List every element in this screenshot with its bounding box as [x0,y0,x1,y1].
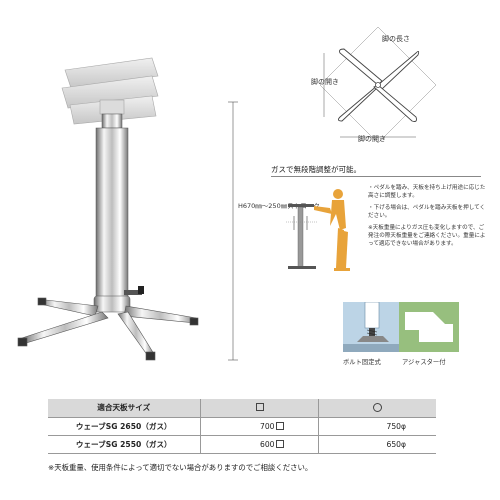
square-size: 600 [199,435,318,454]
leg-spread-vertical-label: 脚の開き [311,78,339,86]
x-legs [17,297,199,361]
height-range-label: H670㎜〜250㎜ストローク [238,202,320,210]
adjuster-caption: アジャスター付 [402,359,446,366]
square-size: 700 [199,417,318,436]
model-name: ウェーブSG 2550（ガス） [48,435,200,454]
square-shape-icon [275,439,284,448]
header-round [317,399,436,418]
square-size-value: 600 [260,439,275,449]
gas-lift-note: ・下げる場合は、ペダルを踏み天板を押してください。 [368,204,486,220]
footnote: ※天板重量、使用条件によって適切でない場合がありますのでご相談ください。 [48,463,313,472]
square-size-value: 700 [260,421,275,431]
model-name: ウェーブSG 2650（ガス） [48,417,200,436]
leg-spread-horizontal-label: 脚の開き [358,135,386,143]
square-shape-icon [255,403,264,412]
person-adjusting-table-figure [286,189,350,271]
table-row: ウェーブSG 2550（ガス） 600 650φ [48,435,436,454]
gas-column [93,113,131,313]
bolt-fixed-icon [343,302,403,352]
adjuster-icon [399,302,459,352]
leg-dimension-diagram [319,26,437,144]
gas-lift-divider [271,176,481,177]
table-header-row: 適合天板サイズ [48,399,436,418]
gas-lift-note: ※天板重量によりガス圧も変化しますので、ご発注の際天板重量をご連絡ください。重量… [368,224,486,248]
table-row: ウェーブSG 2650（ガス） 700 750φ [48,417,436,436]
leg-length-label: 脚の長さ [382,35,410,43]
gas-lift-note: ・ペダルを踏み、天板を持ち上げ用途に応じた高さに調整します。 [368,185,486,200]
gas-lift-title: ガスで無段階調整が可能。 [271,165,361,174]
height-dimension-line [228,101,238,361]
square-shape-icon [275,421,284,430]
gas-lift-instructions: ・ペダルを踏み、天板を持ち上げ用途に応じた高さに調整します。 ・下げる場合は、ペ… [368,184,486,252]
round-shape-icon [372,402,382,412]
round-size: 650φ [317,435,436,454]
header-size: 適合天板サイズ [48,399,200,418]
header-square [199,399,318,418]
round-size: 750φ [317,417,436,436]
table-base-illustration [17,57,199,361]
bolt-fixed-caption: ボルト固定式 [343,359,381,366]
top-plate-stack [61,57,159,125]
compatible-tabletop-size-table: 適合天板サイズ ウェーブSG 2650（ガス） 700 750φ ウェーブSG … [48,399,436,454]
height-pedal [124,286,144,295]
